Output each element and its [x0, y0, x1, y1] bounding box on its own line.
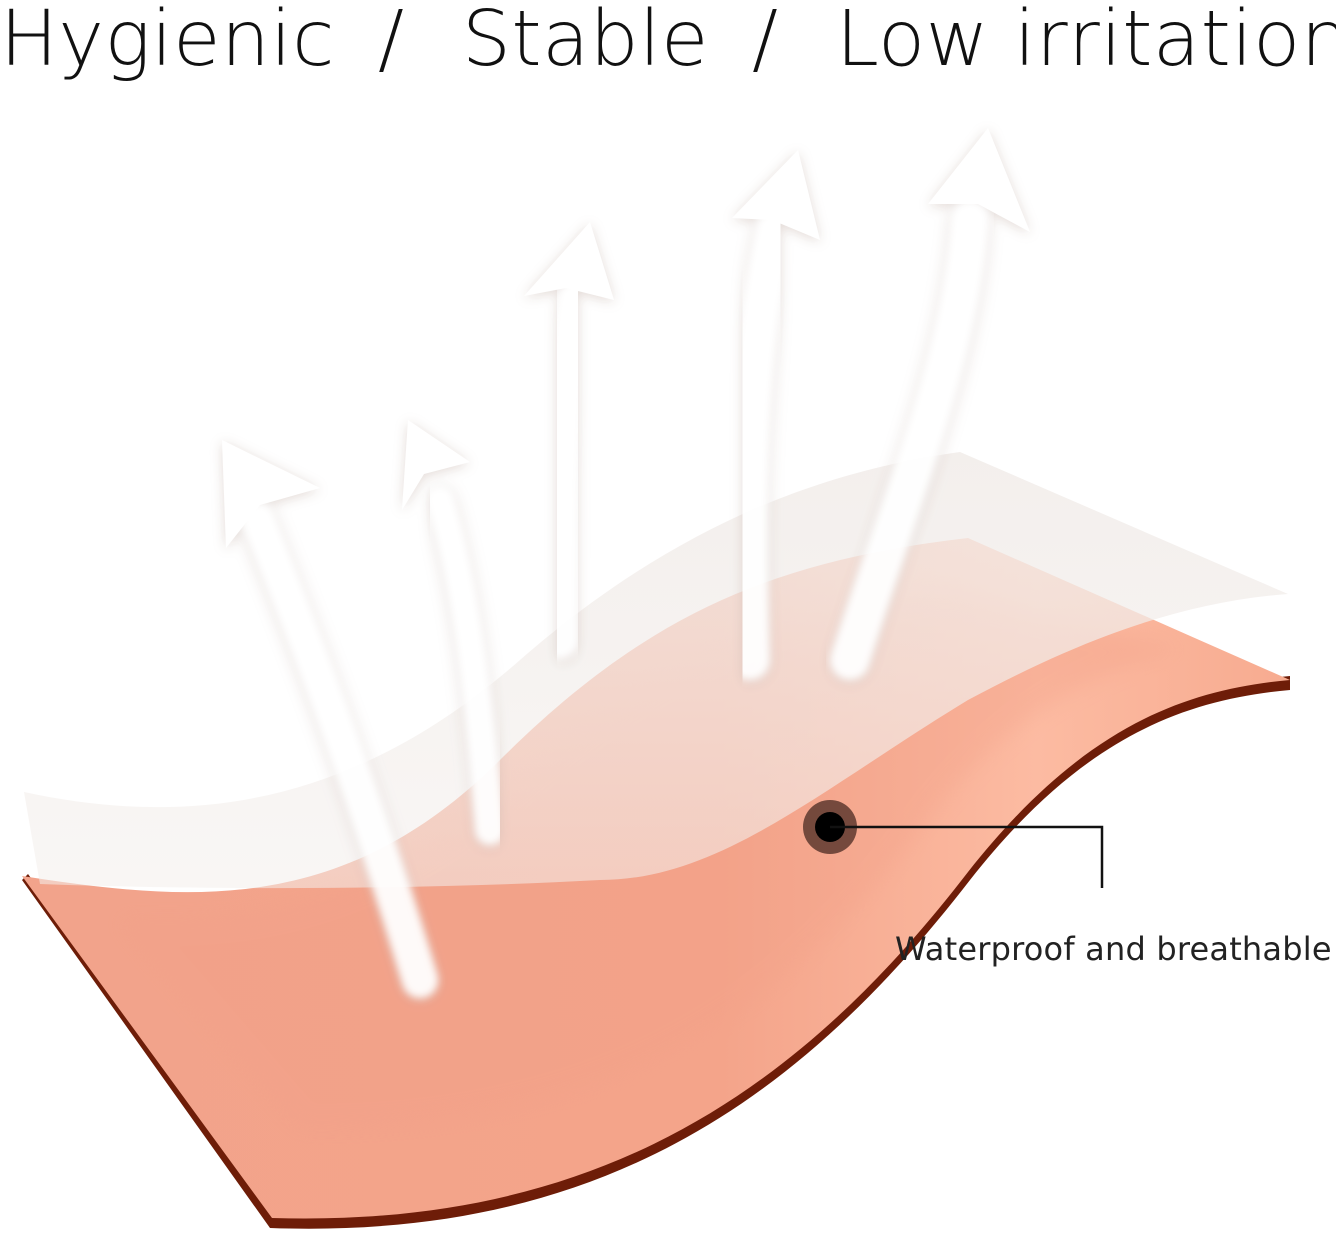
headline-stable: Stable	[462, 0, 709, 84]
upward-curved-arrow-icon	[524, 222, 614, 659]
upward-curved-arrow-icon	[728, 150, 820, 680]
upward-curved-arrow-icon	[402, 420, 505, 845]
upward-curved-arrow-icon	[222, 440, 438, 998]
headline-low-irritation: Low irritation	[836, 0, 1336, 84]
callout-leader-line	[830, 825, 1104, 888]
upward-curved-arrow-icon	[830, 128, 1030, 680]
callout-label-waterproof: Waterproof and breathable	[895, 930, 1332, 968]
feature-headline: Hygienic / Stable / Low irritation	[0, 0, 1336, 84]
headline-separator: /	[752, 0, 779, 84]
headline-separator: /	[378, 0, 405, 84]
headline-hygienic: Hygienic	[0, 0, 335, 84]
